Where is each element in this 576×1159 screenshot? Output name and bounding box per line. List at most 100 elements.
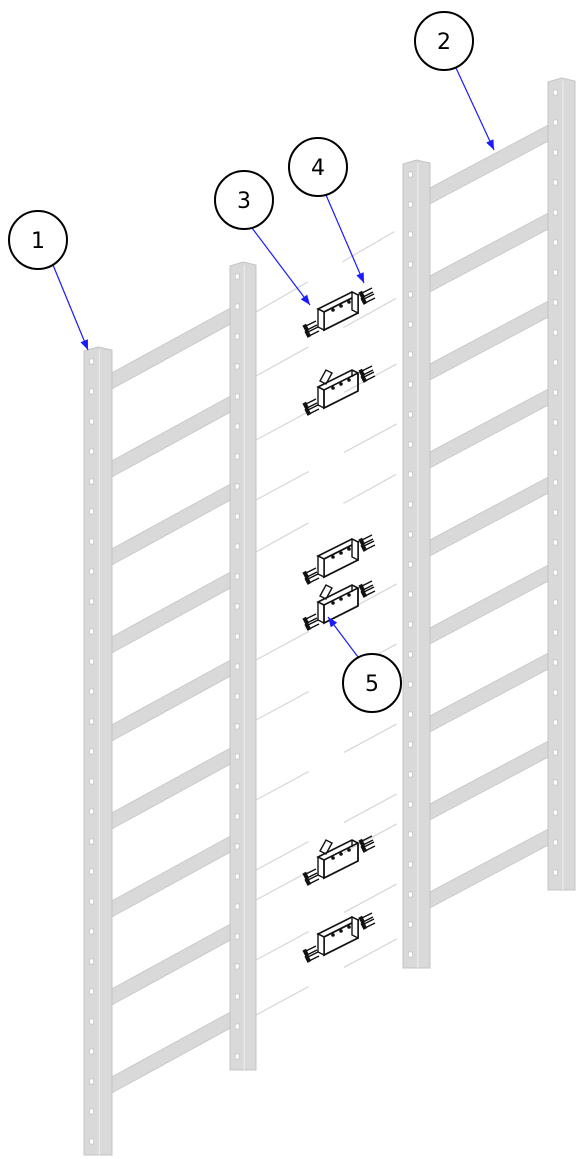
splice-bracket <box>302 288 375 338</box>
rail-hole <box>553 569 558 576</box>
rail-hole <box>408 951 413 958</box>
rail-hole <box>234 513 240 520</box>
rail-hole <box>89 568 94 575</box>
rail-hole <box>408 411 413 418</box>
ladder-rung <box>425 649 555 735</box>
rail-hole <box>89 688 94 695</box>
ladder-rung <box>107 744 237 832</box>
ladder-rung <box>425 385 555 471</box>
rail-hole <box>89 808 94 815</box>
leader-3 <box>251 227 311 306</box>
rail-hole <box>408 201 413 208</box>
rail-hole <box>234 363 240 370</box>
rail-hole <box>408 561 413 568</box>
ladder-rung <box>107 832 237 920</box>
splice-line <box>255 934 405 1016</box>
ladder-rail-front <box>83 346 113 1156</box>
ladder-rung <box>425 209 555 295</box>
rail-hole <box>89 958 94 965</box>
leader-3-arrowhead <box>300 294 310 305</box>
leader-4 <box>325 194 365 284</box>
splice-bracket-open <box>302 836 375 886</box>
splice-line <box>255 359 405 441</box>
rail-hole <box>408 801 413 808</box>
rail-hole <box>553 359 558 366</box>
splice-bracket-open <box>302 366 375 416</box>
rail-hole <box>408 891 413 898</box>
rail-hole <box>89 988 94 995</box>
ladder-rail-back <box>229 261 257 1071</box>
rail-hole <box>408 681 413 688</box>
rail-hole <box>234 543 240 550</box>
ladder-rung <box>425 737 555 823</box>
callout-4: 4 <box>288 137 348 197</box>
rail-hole <box>89 538 94 545</box>
rail-hole <box>234 333 240 340</box>
rail-hole <box>89 478 94 485</box>
rail-hole <box>234 723 240 730</box>
rail-hole <box>89 1048 94 1055</box>
rail-hole <box>553 509 558 516</box>
rail-hole <box>408 621 413 628</box>
rail-hole <box>234 903 240 910</box>
rail-hole <box>89 1108 94 1115</box>
rail-hole <box>234 1023 240 1030</box>
splice-line <box>255 469 405 553</box>
rail-hole <box>89 448 94 455</box>
rail-hole <box>234 393 240 400</box>
leader-4-arrowhead <box>356 272 364 283</box>
splice-bracket <box>302 913 375 963</box>
callout-1-label: 1 <box>31 229 45 254</box>
callout-5-label: 5 <box>365 672 379 697</box>
rail-hole <box>89 928 94 935</box>
rail-hole <box>234 303 240 310</box>
splice-line <box>255 293 405 377</box>
callout-2: 2 <box>414 11 474 71</box>
rail-hole <box>408 531 413 538</box>
rail-hole <box>89 358 94 365</box>
rail-hole <box>89 418 94 425</box>
rail-hole <box>553 839 558 846</box>
rail-hole <box>234 453 240 460</box>
rail-hole <box>234 843 240 850</box>
rail-hole <box>553 419 558 426</box>
rail-hole <box>408 471 413 478</box>
rail-hole <box>234 573 240 580</box>
rail-hole <box>89 658 94 665</box>
callout-4-label: 4 <box>311 156 325 181</box>
rail-hole <box>553 389 558 396</box>
ladder-rung <box>425 825 555 911</box>
leader-1-line <box>52 264 89 351</box>
rail-hole <box>408 831 413 838</box>
ladder-rung <box>425 561 555 647</box>
ladder-rung <box>107 1008 237 1096</box>
rail-hole <box>408 711 413 718</box>
rail-hole <box>553 779 558 786</box>
ladder-rail-front <box>402 159 431 969</box>
rail-hole <box>408 861 413 868</box>
rail-hole <box>408 441 413 448</box>
rail-hole <box>234 633 240 640</box>
ladder-rung <box>107 480 237 568</box>
rail-hole <box>553 869 558 876</box>
callout-3-label: 3 <box>237 189 251 214</box>
rail-hole <box>408 921 413 928</box>
ladder-rail-front-body <box>402 159 431 969</box>
rail-hole <box>408 501 413 508</box>
callout-1: 1 <box>8 210 68 270</box>
rail-hole <box>553 629 558 636</box>
rail-hole <box>89 628 94 635</box>
rail-hole <box>234 693 240 700</box>
rail-hole <box>553 239 558 246</box>
rail-hole <box>89 1138 94 1145</box>
rail-hole <box>408 291 413 298</box>
rail-hole <box>89 598 94 605</box>
rail-hole <box>89 898 94 905</box>
leader-5-arrowhead <box>328 617 338 628</box>
leader-3-line <box>251 227 311 306</box>
splice-line <box>255 225 405 313</box>
rail-hole <box>553 299 558 306</box>
rail-hole <box>553 659 558 666</box>
rail-hole <box>234 873 240 880</box>
rail-hole <box>553 149 558 156</box>
